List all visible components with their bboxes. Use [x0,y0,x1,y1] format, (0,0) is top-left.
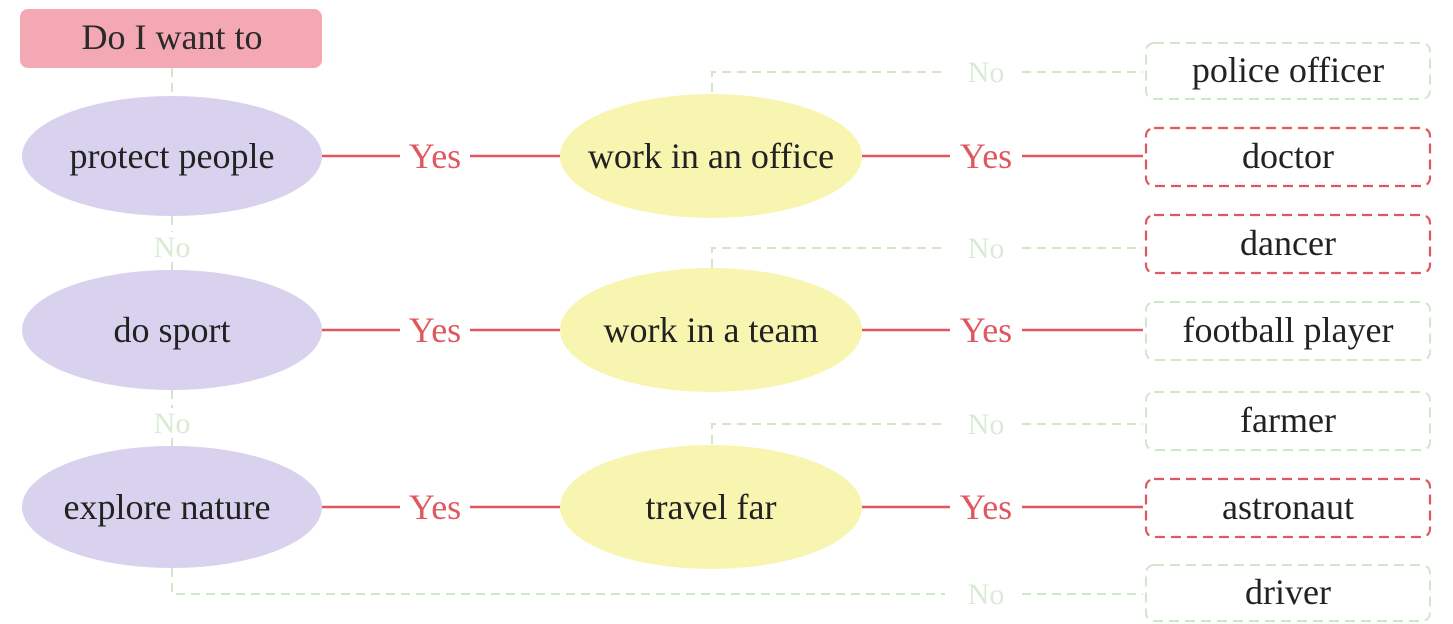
job-box [1145,301,1431,361]
job-label: police officer [1192,50,1384,90]
sub-question-ellipse [560,268,862,392]
sub-question-work-in-an-office: work in an office [560,94,862,218]
no-label: No [968,56,1005,89]
job-box [1144,477,1432,539]
job-label: driver [1245,572,1331,612]
yes-label: Yes [960,487,1012,527]
question-explore-nature: explore nature [22,446,322,568]
job-box [1144,213,1432,275]
job-label: football player [1183,310,1394,350]
yes-label: Yes [409,487,461,527]
question-do-sport: do sport [22,270,322,390]
job-box [1144,126,1432,188]
no-connector-driver-a [171,568,945,595]
job-label: astronaut [1222,487,1354,527]
question-ellipse [22,96,322,216]
title: Do I want to [20,9,322,68]
job-doctor: doctor [1144,126,1432,188]
job-farmer: farmer [1145,391,1431,451]
no-label: No [968,408,1005,441]
question-ellipse [22,270,322,390]
sub-question-work-in-a-team: work in a team [560,268,862,392]
job-driver: driver [1145,564,1431,622]
job-label: doctor [1242,136,1334,176]
title-box [20,9,322,68]
no-label: No [154,231,191,264]
sub-question-label: travel far [646,487,777,527]
title-text: Do I want to [82,17,263,57]
question-label: explore nature [64,487,271,527]
sub-question-ellipse [560,94,862,218]
sub-question-ellipse [560,445,862,569]
job-box [1145,391,1431,451]
job-box [1145,564,1431,622]
job-dancer: dancer [1144,213,1432,275]
question-label: do sport [114,310,231,350]
job-police-officer: police officer [1145,42,1431,100]
job-box [1145,42,1431,100]
sub-question-label: work in an office [588,136,834,176]
no-label: No [154,407,191,440]
no-connector-dancer-a [711,247,945,268]
question-ellipse [22,446,322,568]
job-astronaut: astronaut [1144,477,1432,539]
sub-question-label: work in a team [604,310,819,350]
job-label: dancer [1240,223,1336,263]
yes-label: Yes [409,136,461,176]
question-protect-people: protect people [22,96,322,216]
connectors [171,68,1143,595]
no-connector-police-a [711,71,945,92]
yes-label: Yes [960,136,1012,176]
yes-label: Yes [409,310,461,350]
sub-question-travel-far: travel far [560,445,862,569]
job-football-player: football player [1145,301,1431,361]
job-label: farmer [1240,400,1336,440]
question-label: protect people [70,136,275,176]
no-label: No [968,232,1005,265]
no-connector-farmer-a [711,423,945,444]
yes-label: Yes [960,310,1012,350]
no-label: No [968,578,1005,611]
